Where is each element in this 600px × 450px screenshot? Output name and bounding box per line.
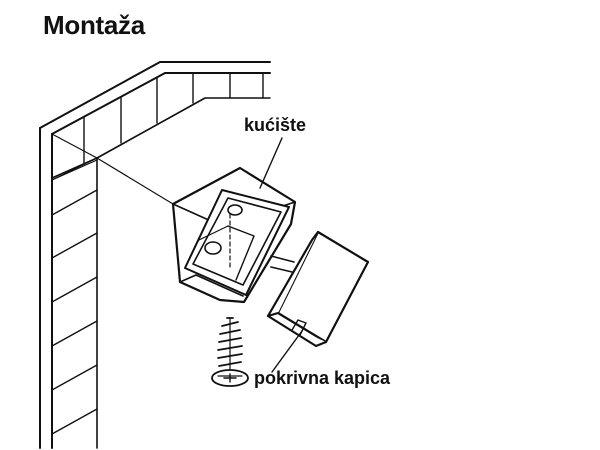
housing-leader-line xyxy=(259,137,283,189)
top-tiles xyxy=(51,72,264,181)
housing-label: kućište xyxy=(244,115,307,135)
left-tiles xyxy=(51,189,98,435)
cover-cap-label: pokrivna kapica xyxy=(254,368,391,388)
housing xyxy=(171,166,297,304)
connector-pin xyxy=(270,255,295,273)
screw xyxy=(211,317,249,387)
corner-guide-line xyxy=(96,157,174,205)
cover-cap xyxy=(266,230,370,348)
diagram-title: Montaža xyxy=(43,10,145,40)
cap-leader-line xyxy=(271,330,303,373)
